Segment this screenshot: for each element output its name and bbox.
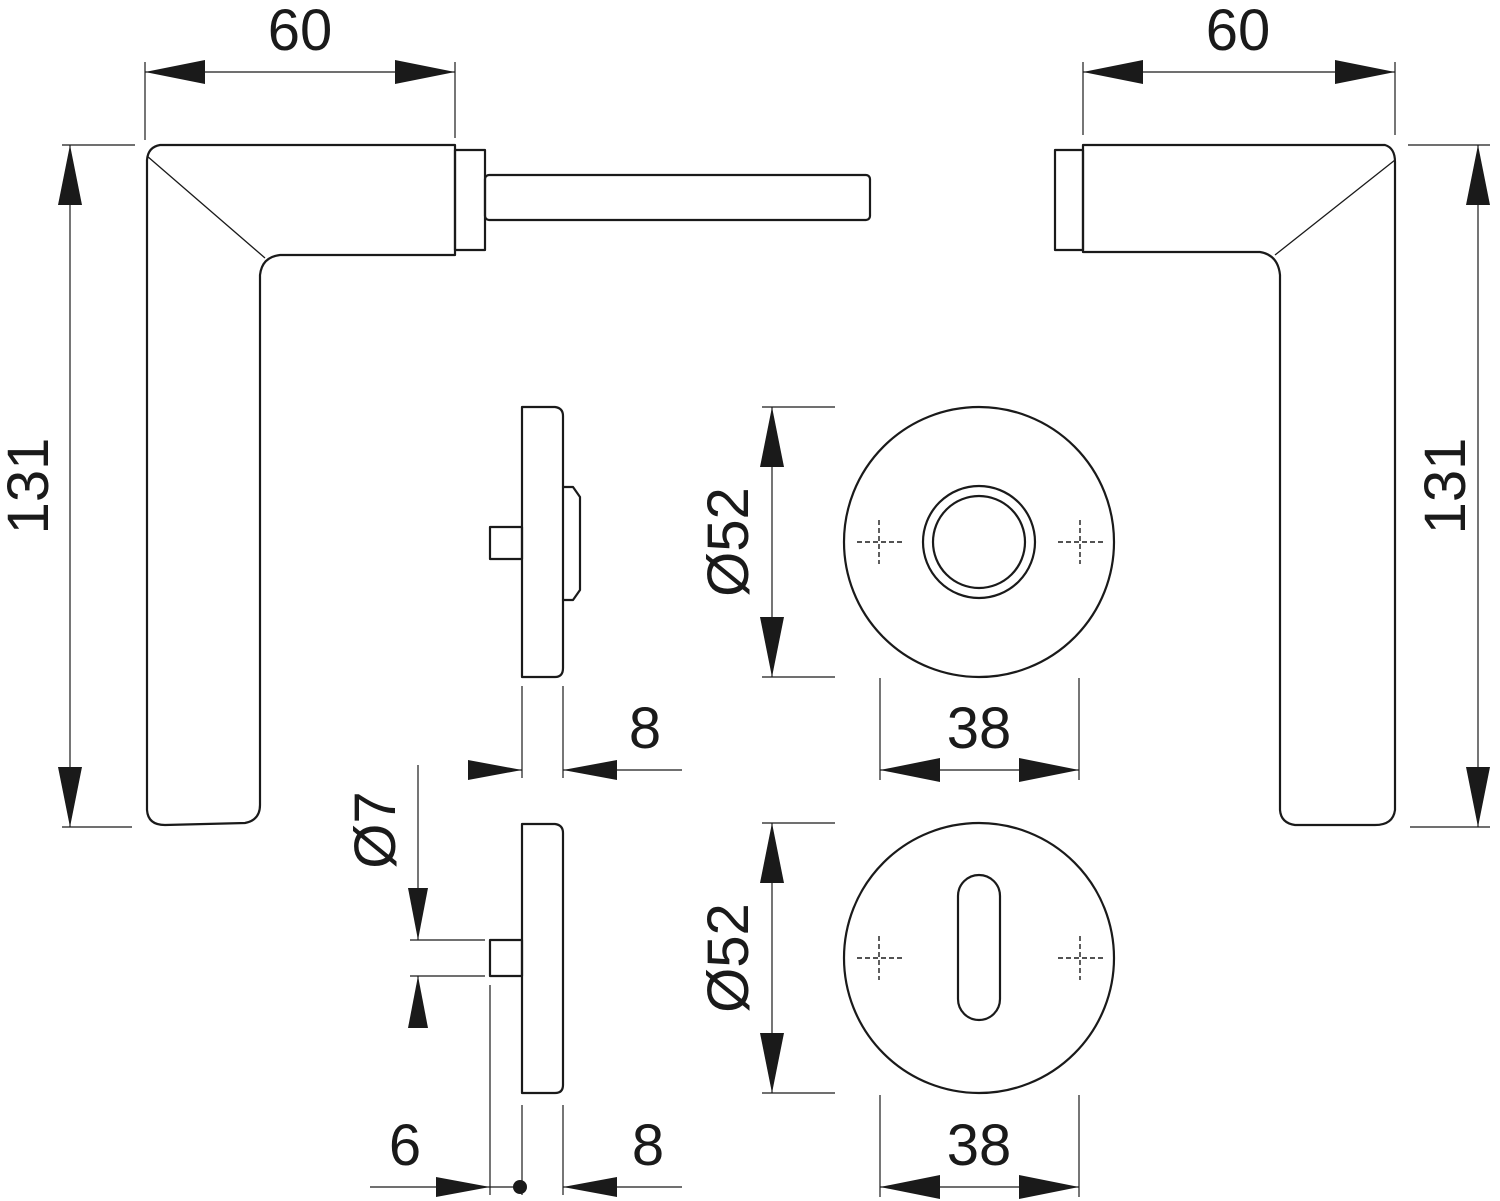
escutcheon-diameter-label: Ø52 bbox=[696, 903, 761, 1013]
escutcheon-bottom-dimensions: 6 8 bbox=[370, 985, 682, 1197]
right-width-label: 60 bbox=[1206, 0, 1271, 63]
pin-length-label: 6 bbox=[389, 1113, 421, 1178]
left-height-dimension: 131 bbox=[0, 144, 135, 828]
screw-hole-left bbox=[857, 520, 902, 564]
screw-hole-left bbox=[857, 936, 902, 980]
pin-diameter-dimension: Ø7 bbox=[343, 765, 485, 1028]
escutcheon-screw-spacing-dimension: 38 bbox=[879, 1095, 1080, 1199]
left-height-label: 131 bbox=[0, 438, 61, 535]
pin-diameter-label: Ø7 bbox=[343, 791, 408, 868]
rose-thickness-label: 8 bbox=[629, 696, 661, 761]
right-lever-handle bbox=[1053, 143, 1397, 827]
rose-diameter-dimension: Ø52 bbox=[696, 406, 835, 678]
escutcheon-side-view bbox=[488, 822, 565, 1095]
rose-diameter-label: Ø52 bbox=[696, 487, 761, 597]
rose-front-view bbox=[842, 405, 1116, 679]
left-width-label: 60 bbox=[268, 0, 333, 63]
left-width-dimension: 60 bbox=[144, 0, 456, 140]
right-height-label: 131 bbox=[1413, 438, 1478, 535]
rose-screw-spacing-dimension: 38 bbox=[879, 678, 1080, 782]
right-width-dimension: 60 bbox=[1082, 0, 1396, 135]
escutcheon-front-view bbox=[842, 821, 1116, 1095]
escutcheon-spacing-label: 38 bbox=[947, 1113, 1012, 1178]
screw-hole-right bbox=[1058, 936, 1103, 980]
left-lever-handle bbox=[145, 143, 872, 827]
escutcheon-thickness-label: 8 bbox=[632, 1113, 664, 1178]
escutcheon-diameter-dimension: Ø52 bbox=[696, 822, 835, 1094]
screw-hole-right bbox=[1058, 520, 1103, 564]
right-height-dimension: 131 bbox=[1408, 144, 1490, 828]
rose-spacing-label: 38 bbox=[947, 696, 1012, 761]
rose-side-view bbox=[488, 405, 582, 679]
rose-thickness-dimension: 8 bbox=[468, 686, 682, 780]
